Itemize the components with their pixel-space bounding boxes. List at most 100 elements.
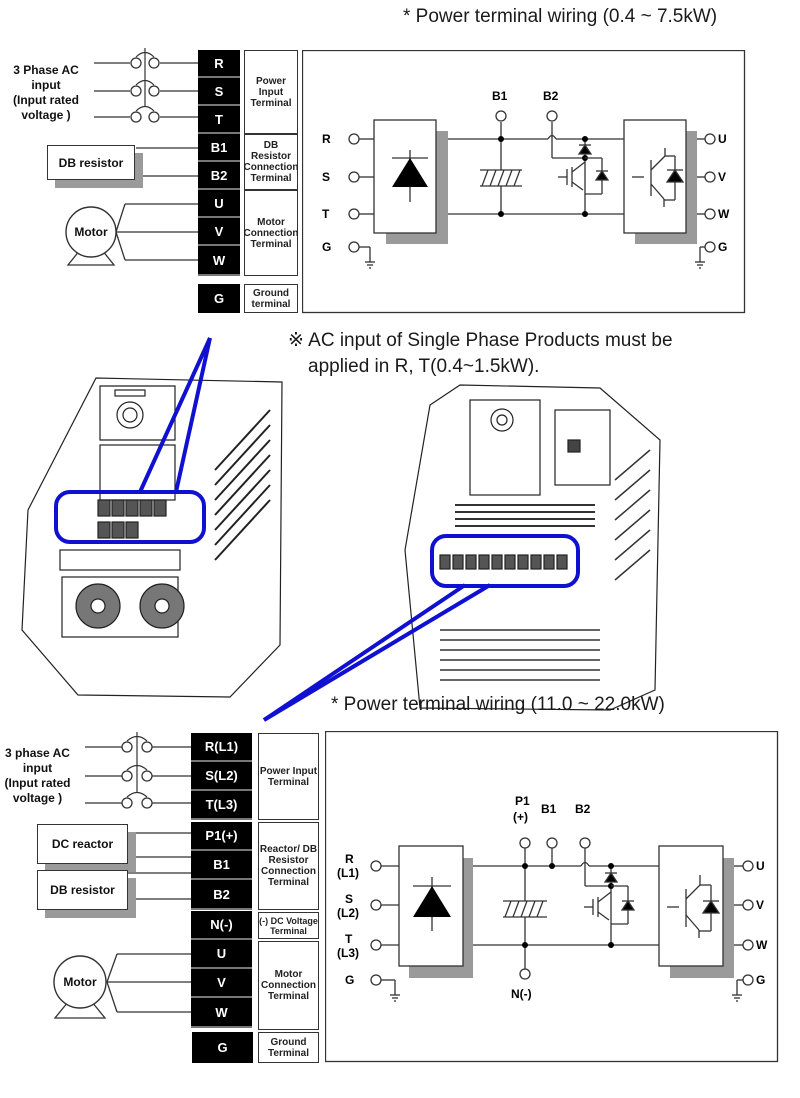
group-power-input: Power Input Terminal bbox=[258, 733, 319, 820]
terminal-g: G bbox=[192, 1032, 253, 1063]
terminal-b1: B1 bbox=[191, 851, 252, 880]
bottom-title: * Power terminal wiring (11.0 ~ 22.0kW) bbox=[331, 694, 665, 715]
sch-label-g-out: G bbox=[718, 240, 727, 254]
sch-label-l2: (L2) bbox=[337, 906, 359, 920]
bottom-source-label: 3 phase AC input (Input rated voltage ) bbox=[0, 746, 75, 806]
terminal-w: W bbox=[191, 998, 252, 1028]
source-label-line: voltage ) bbox=[12, 791, 63, 805]
reference-mark-icon: ※ bbox=[288, 330, 304, 351]
sch-label-u: U bbox=[756, 859, 765, 873]
terminal-v: V bbox=[198, 218, 240, 246]
sch-label-w: W bbox=[756, 938, 768, 952]
bottom-schematic: R (L1) S (L2) T (L3) G P1 (+) bbox=[325, 731, 779, 1063]
sch-label-v: V bbox=[718, 170, 726, 184]
sch-label-b2: B2 bbox=[543, 89, 559, 103]
top-schematic: R S T G B1 B2 bbox=[302, 50, 746, 314]
group-motor-connection: Motor Connection Terminal bbox=[258, 941, 319, 1030]
motor-icon bbox=[65, 206, 117, 266]
terminal-b2: B2 bbox=[191, 880, 252, 910]
capacitor-icon bbox=[480, 169, 522, 187]
terminal-n: N(-) bbox=[191, 911, 252, 940]
terminal-b1: B1 bbox=[198, 134, 240, 162]
terminal-u: U bbox=[191, 940, 252, 969]
brake-transistor-icon bbox=[584, 871, 636, 925]
terminal-p1: P1(+) bbox=[191, 822, 252, 851]
terminal-w: W bbox=[198, 246, 240, 276]
group-motor-connection: Motor Connection Terminal bbox=[244, 190, 299, 276]
callout-line bbox=[262, 583, 467, 722]
sch-label-w: W bbox=[718, 207, 730, 221]
sch-label-r: R bbox=[345, 852, 354, 866]
terminal-r-l1: R(L1) bbox=[191, 733, 252, 762]
sch-label-plus: (+) bbox=[513, 810, 528, 824]
terminal-v: V bbox=[191, 969, 252, 998]
circuit-breaker-icon bbox=[130, 48, 160, 123]
sch-label-b2: B2 bbox=[575, 802, 591, 816]
terminal-t-l3: T(L3) bbox=[191, 791, 252, 820]
group-db-resistor: DB Resistor Connection Terminal bbox=[244, 134, 299, 190]
igbt-icon bbox=[632, 148, 685, 207]
callout-line bbox=[174, 337, 212, 493]
source-label-line: input bbox=[31, 78, 61, 92]
sch-label-b1: B1 bbox=[541, 802, 557, 816]
diode-icon bbox=[413, 877, 451, 931]
source-label-line: 3 phase AC bbox=[5, 746, 70, 760]
bottom-source-wiring bbox=[53, 732, 195, 1019]
inverter-illustrations bbox=[21, 337, 661, 722]
sch-label-v: V bbox=[756, 898, 764, 912]
terminal-r: R bbox=[198, 50, 240, 78]
top-db-resistor-box: DB resistor bbox=[47, 145, 135, 180]
terminal-g: G bbox=[198, 284, 240, 313]
source-label-line: (Input rated bbox=[4, 776, 71, 790]
top-source-label: 3 Phase AC input (Input rated voltage ) bbox=[4, 63, 88, 123]
diode-icon bbox=[392, 150, 428, 202]
single-phase-note: ※ AC input of Single Phase Products must… bbox=[288, 328, 673, 380]
large-inverter-drawing bbox=[404, 384, 661, 711]
group-ground: Ground terminal bbox=[244, 284, 298, 313]
sch-label-l3: (L3) bbox=[337, 946, 359, 960]
callout-line bbox=[138, 337, 212, 493]
group-ground: Ground Terminal bbox=[258, 1032, 319, 1063]
sch-label-s: S bbox=[345, 892, 353, 906]
group-power-input: Power Input Terminal bbox=[244, 50, 298, 134]
bottom-motor-label: Motor bbox=[63, 975, 97, 989]
capacitor-icon bbox=[503, 900, 547, 918]
note-line-2: applied in R, T(0.4~1.5kW). bbox=[308, 356, 540, 377]
sch-label-b1: B1 bbox=[492, 89, 508, 103]
terminal-t: T bbox=[198, 106, 240, 134]
bottom-db-resistor-box: DB resistor bbox=[37, 870, 128, 910]
small-terminal-highlight bbox=[54, 490, 206, 544]
igbt-icon bbox=[667, 875, 721, 938]
top-motor-label: Motor bbox=[74, 225, 108, 239]
sch-label-g: G bbox=[345, 973, 354, 987]
sch-label-n: N(-) bbox=[511, 987, 532, 1001]
brake-transistor-icon bbox=[558, 143, 610, 195]
sch-label-g-out: G bbox=[756, 973, 765, 987]
top-source-wiring bbox=[65, 48, 200, 266]
top-title: * Power terminal wiring (0.4 ~ 7.5kW) bbox=[403, 6, 718, 27]
sch-label-p1: P1 bbox=[515, 794, 530, 808]
group-reactor-db-resistor: Reactor/ DB Resistor Connection Terminal bbox=[258, 822, 319, 910]
sch-label-l1: (L1) bbox=[337, 866, 359, 880]
callout-line bbox=[262, 583, 492, 722]
group-dc-voltage: (-) DC Voltage Terminal bbox=[258, 912, 319, 939]
terminal-b2: B2 bbox=[198, 162, 240, 190]
sch-label-s: S bbox=[322, 170, 330, 184]
sch-label-u: U bbox=[718, 132, 727, 146]
circuit-breaker-icon bbox=[121, 732, 153, 809]
source-label-line: voltage ) bbox=[21, 108, 71, 122]
sch-label-t: T bbox=[345, 932, 353, 946]
note-line-1: AC input of Single Phase Products must b… bbox=[308, 330, 673, 351]
motor-icon bbox=[53, 955, 107, 1019]
sch-label-r: R bbox=[322, 132, 331, 146]
sch-label-g: G bbox=[322, 240, 331, 254]
source-label-line: input bbox=[22, 761, 53, 775]
source-label-line: 3 Phase AC bbox=[13, 63, 79, 77]
large-terminal-highlight bbox=[430, 534, 580, 588]
sch-label-t: T bbox=[322, 207, 330, 221]
dc-reactor-box: DC reactor bbox=[37, 824, 128, 864]
terminal-u: U bbox=[198, 190, 240, 218]
terminal-s-l2: S(L2) bbox=[191, 762, 252, 791]
source-label-line: (Input rated bbox=[13, 93, 79, 107]
terminal-s: S bbox=[198, 78, 240, 106]
